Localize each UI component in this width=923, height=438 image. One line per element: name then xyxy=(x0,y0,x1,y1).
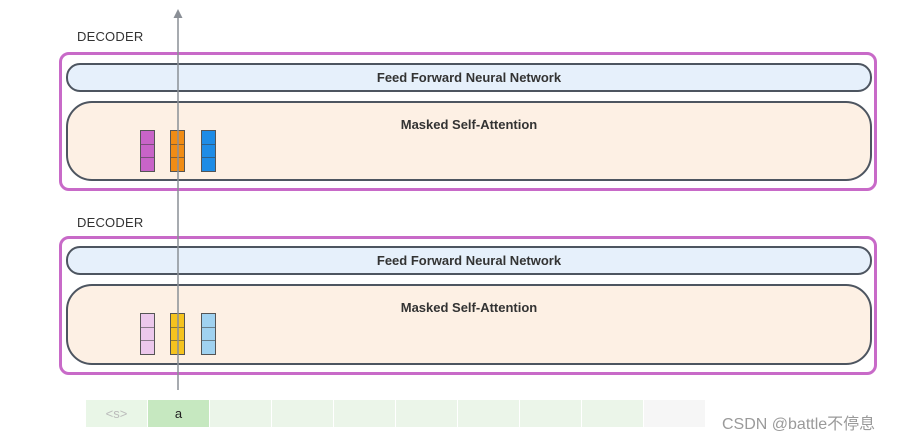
token-strip: <s> a xyxy=(86,400,706,427)
ffnn-label-bottom: Feed Forward Neural Network xyxy=(376,253,562,268)
masked-self-attention-bottom: Masked Self-Attention xyxy=(66,284,872,365)
token-empty xyxy=(396,400,457,427)
flow-arrow-head-icon xyxy=(173,9,183,18)
vector-blue-top xyxy=(201,130,216,172)
token-start-label: <s> xyxy=(105,406,128,421)
token-a-label: a xyxy=(174,406,183,421)
decoder-block-top xyxy=(59,52,877,191)
token-faded xyxy=(644,400,705,427)
decoder-block-bottom xyxy=(59,236,877,375)
flow-arrow xyxy=(173,9,183,390)
token-start: <s> xyxy=(86,400,147,427)
vector-purple-bottom xyxy=(140,313,155,355)
token-empty xyxy=(210,400,271,427)
vector-purple-top xyxy=(140,130,155,172)
watermark: CSDN @battle不停息 xyxy=(722,416,876,433)
masked-self-attention-top: Masked Self-Attention xyxy=(66,101,872,181)
token-empty xyxy=(272,400,333,427)
decoder-label-bottom: DECODER xyxy=(77,215,144,230)
masked-self-attention-label-bottom: Masked Self-Attention xyxy=(400,300,538,315)
ffnn-layer-bottom: Feed Forward Neural Network xyxy=(66,246,872,275)
token-empty xyxy=(582,400,643,427)
ffnn-label-top: Feed Forward Neural Network xyxy=(376,70,562,85)
token-empty xyxy=(520,400,581,427)
masked-self-attention-label-top: Masked Self-Attention xyxy=(400,117,538,132)
token-a: a xyxy=(148,400,209,427)
token-empty xyxy=(458,400,519,427)
decoder-label-top: DECODER xyxy=(77,29,144,44)
token-empty xyxy=(334,400,395,427)
ffnn-layer-top: Feed Forward Neural Network xyxy=(66,63,872,92)
vector-blue-bottom xyxy=(201,313,216,355)
